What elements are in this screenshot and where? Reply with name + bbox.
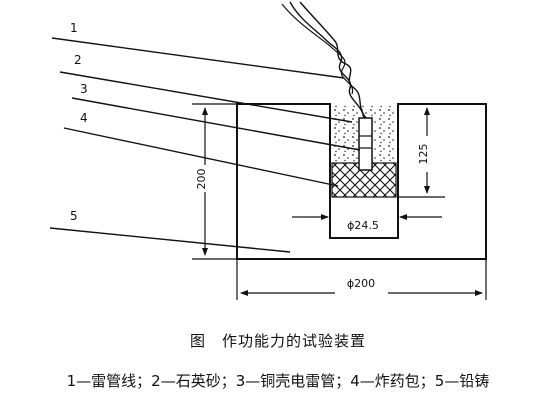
callout-2: 2 (74, 53, 82, 67)
callout-5: 5 (70, 209, 78, 223)
leader-5 (49, 227, 291, 253)
detonator (358, 117, 373, 171)
detonator-wire-a (289, 1, 365, 119)
detonator-wire-c (281, 3, 354, 95)
figure-legend: 1—雷管线；2—石英砂；3—铜壳电雷管；4—炸药包；5—铅铸 (66, 372, 490, 390)
callout-4: 4 (80, 111, 88, 125)
figure-caption: 图 作功能力的试验装置 (189, 332, 366, 350)
leader-3 (71, 97, 361, 151)
leader-4 (63, 127, 339, 187)
callout-3: 3 (80, 82, 88, 96)
callout-1: 1 (70, 21, 78, 35)
lead-block-outline (236, 103, 487, 260)
leader-1 (51, 37, 345, 79)
dim-125-label: 125 (417, 144, 430, 165)
dim-outer-label: ϕ200 (347, 277, 375, 290)
dim-inner-label: ϕ24.5 (347, 219, 379, 232)
dim-200-label: 200 (195, 169, 208, 190)
detonator-wire-b (299, 1, 367, 119)
leader-2 (59, 71, 353, 123)
